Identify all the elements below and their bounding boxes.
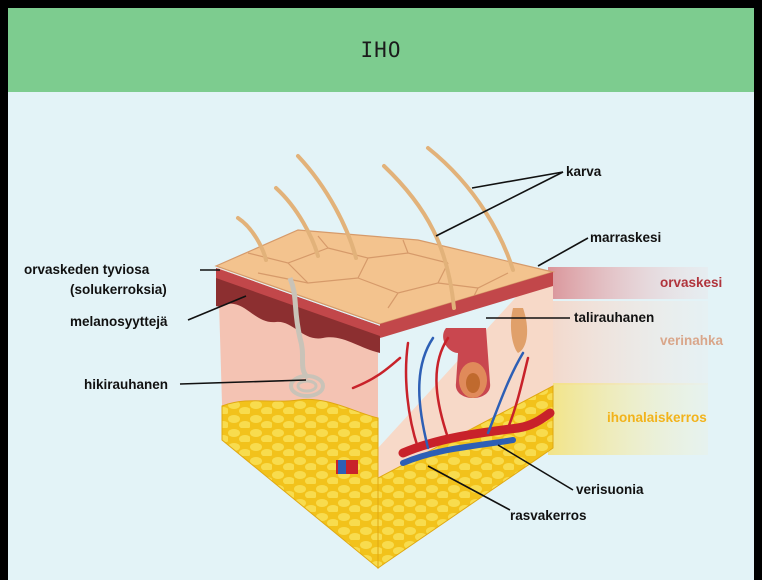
label-orvaskeden-tyviosa: orvaskeden tyviosa — [24, 262, 150, 277]
label-talirauhanen: talirauhanen — [574, 310, 654, 325]
layer-label-ihonalaiskerros: ihonalaiskerros — [607, 410, 707, 425]
label-melanosyytteja: melanosyyttejä — [70, 314, 168, 329]
label-rasvakerros: rasvakerros — [510, 508, 587, 523]
label-solukerroksia: (solukerroksia) — [70, 282, 167, 297]
layer-bands — [548, 267, 708, 455]
diagram-panel: IHO — [8, 8, 754, 580]
skin-diagram: karva marraskesi orvaskeden tyviosa (sol… — [8, 8, 754, 580]
layer-label-orvaskesi: orvaskesi — [660, 275, 722, 290]
layer-label-verinahka: verinahka — [660, 333, 724, 348]
label-verisuonia: verisuonia — [576, 482, 644, 497]
label-karva: karva — [566, 164, 602, 179]
label-marraskesi: marraskesi — [590, 230, 661, 245]
label-hikirauhanen: hikirauhanen — [84, 377, 168, 392]
